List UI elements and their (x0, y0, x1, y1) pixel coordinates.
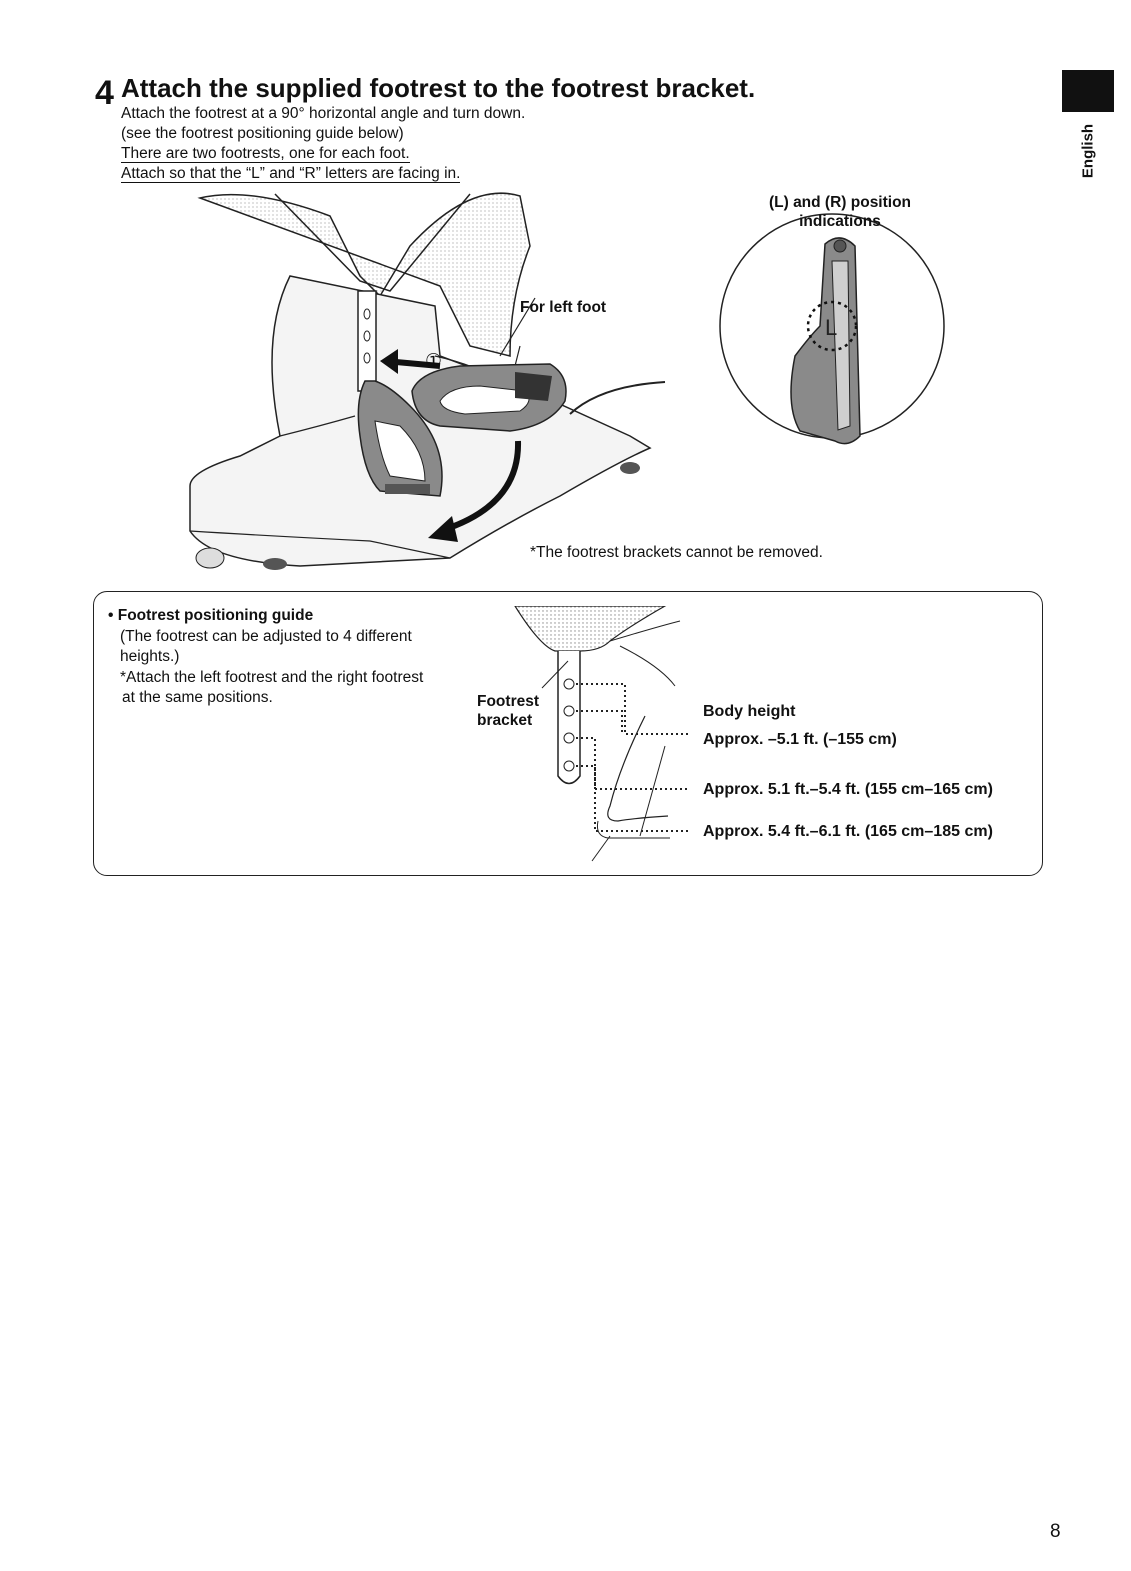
guide-line: heights.) (120, 648, 180, 665)
step-title: Attach the supplied footrest to the foot… (121, 73, 756, 103)
bracket-removal-note: *The footrest brackets cannot be removed… (530, 544, 823, 561)
callout-number: ① (425, 351, 443, 372)
guide-text: • Footrest positioning guide (The footre… (108, 606, 423, 709)
body-height-label: Body height (703, 703, 796, 720)
footrest-bracket-label: Footrest bracket (477, 692, 539, 730)
guide-title: • Footrest positioning guide (108, 607, 314, 624)
guide-line: (The footrest can be adjusted to 4 diffe… (120, 627, 412, 645)
height-range-row: Approx. –5.1 ft. (–155 cm) (703, 731, 897, 748)
lr-position-caption: (L) and (R) position indications (740, 193, 940, 231)
footrest-positioning-guide-box (93, 591, 1043, 876)
instruction-line-underlined: Attach so that the “L” and “R” letters a… (121, 165, 461, 183)
massage-chair-footrest-illustration: L (189, 192, 945, 570)
footrest-bracket-label-line: bracket (477, 712, 533, 729)
height-range-row: Approx. 5.4 ft.–6.1 ft. (165 cm–185 cm) (703, 823, 993, 840)
instructions: Attach the footrest at a 90° horizontal … (121, 104, 525, 184)
instruction-line-underlined: There are two footrests, one for each fo… (121, 145, 410, 163)
instruction-line: Attach the footrest at a 90° horizontal … (121, 105, 526, 122)
for-left-foot-label: For left foot (520, 299, 607, 316)
step-number: 4 (95, 74, 114, 112)
page-number: 8 (1050, 1521, 1061, 1542)
guide-line: at the same positions. (122, 689, 273, 706)
footrest-bracket-diagram (514, 606, 688, 862)
height-range-row: Approx. 5.1 ft.–5.4 ft. (155 cm–165 cm) (703, 781, 993, 798)
lr-caption-line: (L) and (R) position (768, 194, 912, 211)
lr-caption-line: indications (799, 213, 881, 230)
footrest-bracket-label-line: Footrest (477, 693, 539, 710)
language-tab: English (1062, 112, 1114, 190)
instruction-line: (see the footrest positioning guide belo… (121, 125, 404, 142)
language-tab-marker (1062, 70, 1114, 112)
inset-letter: L (825, 315, 837, 340)
language-tab-label: English (1079, 123, 1097, 179)
guide-line: *Attach the left footrest and the right … (120, 668, 424, 686)
